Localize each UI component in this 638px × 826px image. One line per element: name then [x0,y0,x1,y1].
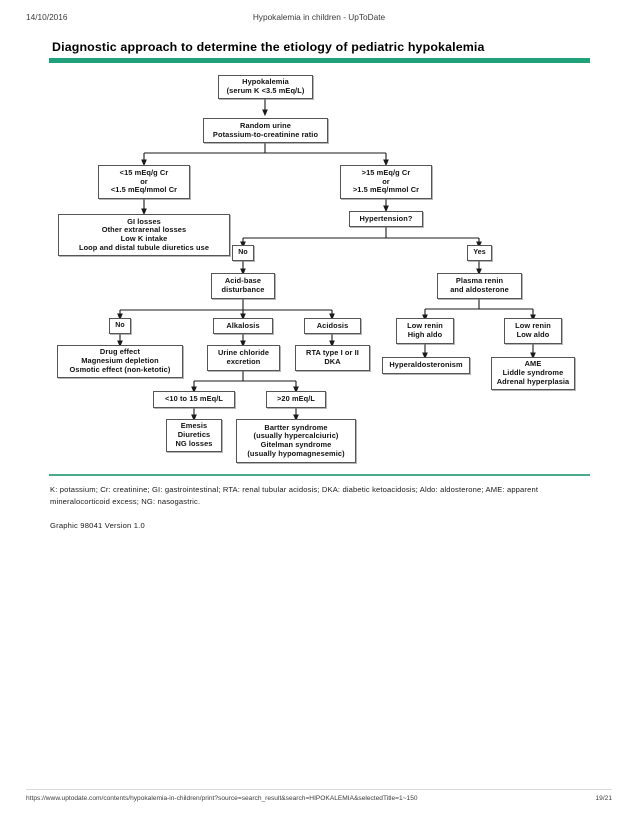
edge-label-alkalosis-text: Alkalosis [226,320,260,330]
node-acid-base-disturbance[interactable]: Acid-base disturbance [211,273,275,299]
node-low-renin-low-aldo-line1: Low renin [515,321,551,331]
node-bartter-gitelman[interactable]: Bartter syndrome (usually hypercalciuric… [236,419,356,463]
node-urine-chloride-line1: Urine chloride [217,348,270,358]
node-high-urine-k-line1: >15 mEq/g Cr [361,167,411,177]
node-hypertension[interactable]: Hypertension? [349,211,423,227]
node-random-urine-ratio[interactable]: Random urine Potassium-to-creatinine rat… [203,118,328,143]
node-low-urine-k[interactable]: <15 mEq/g Cr or <1.5 mEq/mmol Cr [98,165,190,199]
node-extrarenal-line1: GI losses [127,216,161,226]
node-low-urine-k-line3: <1.5 mEq/mmol Cr [110,185,178,195]
node-drug-effect-line1: Drug effect [99,347,141,357]
node-rta-dka-line1: RTA type I or II [306,348,359,358]
flowchart: Hypokalemia (serum K <3.5 mEq/L) Random … [57,75,575,463]
node-acid-base-line1: Acid-base [224,276,262,286]
node-urine-chloride-excretion[interactable]: Urine chloride excretion [207,345,280,371]
node-high-urine-k-line3: >1.5 mEq/mmol Cr [352,185,420,195]
node-bartter-line4: (usually hypomagnesemic) [247,448,345,458]
node-urine-chloride-line2: excretion [226,357,261,366]
node-hyperaldosteronism-label: Hyperaldosteronism [389,360,463,370]
node-bartter-line2: (usually hypercalciuric) [253,431,339,441]
print-doc-title: Hypokalemia in children - UpToDate [252,12,386,22]
edge-label-acidbase-no[interactable]: No [109,318,131,334]
node-low-urine-k-line1: <15 mEq/g Cr [119,167,169,177]
node-rta-dka[interactable]: RTA type I or II DKA [295,345,370,371]
node-ame-liddle-line3: Adrenal hyperplasia [496,376,570,386]
node-low-urine-k-line2: or [140,176,148,186]
node-bartter-line3: Gitelman syndrome [260,440,332,449]
edge-label-hypertension-no-text: No [238,248,248,256]
page-title: Diagnostic approach to determine the eti… [52,40,485,54]
node-hypokalemia[interactable]: Hypokalemia (serum K <3.5 mEq/L) [218,75,313,99]
flowchart-connectors [117,99,536,422]
footer-url: https://www.uptodate.com/contents/hypoka… [26,795,418,802]
print-header: 14/10/2016 Hypokalemia in children - UpT… [0,12,638,26]
edge-label-hypertension-no[interactable]: No [232,245,254,261]
edge-label-acidbase-no-text: No [115,321,125,329]
node-random-urine-line1: Random urine [240,120,291,130]
node-emesis-line2: Diuretics [177,430,211,440]
node-low-renin-high-aldo[interactable]: Low renin High aldo [396,318,454,344]
node-bartter-line1: Bartter syndrome [264,422,328,432]
print-date: 14/10/2016 [26,12,68,22]
edge-label-alkalosis[interactable]: Alkalosis [213,318,273,334]
node-plasma-renin-aldosterone[interactable]: Plasma renin and aldosterone [437,273,522,299]
node-low-renin-low-aldo-line2: Low aldo [516,330,550,339]
node-low-renin-high-aldo-line2: High aldo [407,330,443,339]
node-acid-base-line2: disturbance [221,285,265,294]
node-ame-liddle-line1: AME [524,359,542,369]
node-drug-effect-line3: Osmotic effect (non-ketotic) [69,364,171,374]
node-emesis-diuretics[interactable]: Emesis Diuretics NG losses [166,419,222,452]
footer-divider [26,789,612,790]
node-rta-dka-line2: DKA [324,357,341,366]
node-extrarenal-line3: Low K intake [120,234,168,243]
edge-label-acidosis[interactable]: Acidosis [304,318,361,334]
edge-label-hypertension-yes-text: Yes [473,248,486,256]
node-extrarenal-line4: Loop and distal tubule diuretics use [78,242,210,252]
node-plasma-renin-line1: Plasma renin [455,276,504,286]
node-extrarenal-line2: Other extrarenal losses [101,225,187,235]
node-chloride-high[interactable]: >20 mEq/L [266,391,326,408]
abbreviations-note: K: potassium; Cr: creatinine; GI: gastro… [50,485,539,506]
node-high-urine-k-line2: or [382,176,390,186]
node-emesis-line1: Emesis [180,421,208,431]
node-drug-effect[interactable]: Drug effect Magnesium depletion Osmotic … [57,345,183,378]
node-chloride-low-label: <10 to 15 mEq/L [165,394,223,404]
node-low-renin-low-aldo[interactable]: Low renin Low aldo [504,318,562,344]
node-plasma-renin-line2: and aldosterone [450,285,509,294]
edge-label-hypertension-yes[interactable]: Yes [467,245,492,261]
edge-label-acidosis-text: Acidosis [316,320,349,330]
node-ame-liddle[interactable]: AME Liddle syndrome Adrenal hyperplasia [491,357,575,390]
node-high-urine-k[interactable]: >15 mEq/g Cr or >1.5 mEq/mmol Cr [340,165,432,199]
node-hypokalemia-line1: Hypokalemia [242,77,289,87]
node-hypertension-label: Hypertension? [359,213,413,223]
node-low-renin-high-aldo-line1: Low renin [407,321,443,331]
footer-page-number: 19/21 [595,795,612,802]
print-footer: https://www.uptodate.com/contents/hypoka… [0,795,638,809]
node-extrarenal-losses[interactable]: GI losses Other extrarenal losses Low K … [58,214,230,256]
accent-rule-top [49,58,590,63]
node-hypokalemia-line2: (serum K <3.5 mEq/L) [226,86,305,95]
node-hyperaldosteronism[interactable]: Hyperaldosteronism [382,357,470,374]
graphic-id: Graphic 98041 Version 1.0 [50,521,145,530]
node-drug-effect-line2: Magnesium depletion [81,356,159,366]
node-chloride-high-label: >20 mEq/L [276,394,316,404]
node-emesis-line3: NG losses [175,438,213,448]
accent-rule-bottom [49,474,590,476]
node-ame-liddle-line2: Liddle syndrome [502,368,564,378]
node-chloride-low[interactable]: <10 to 15 mEq/L [153,391,235,408]
node-random-urine-line2: Potassium-to-creatinine ratio [212,129,319,139]
